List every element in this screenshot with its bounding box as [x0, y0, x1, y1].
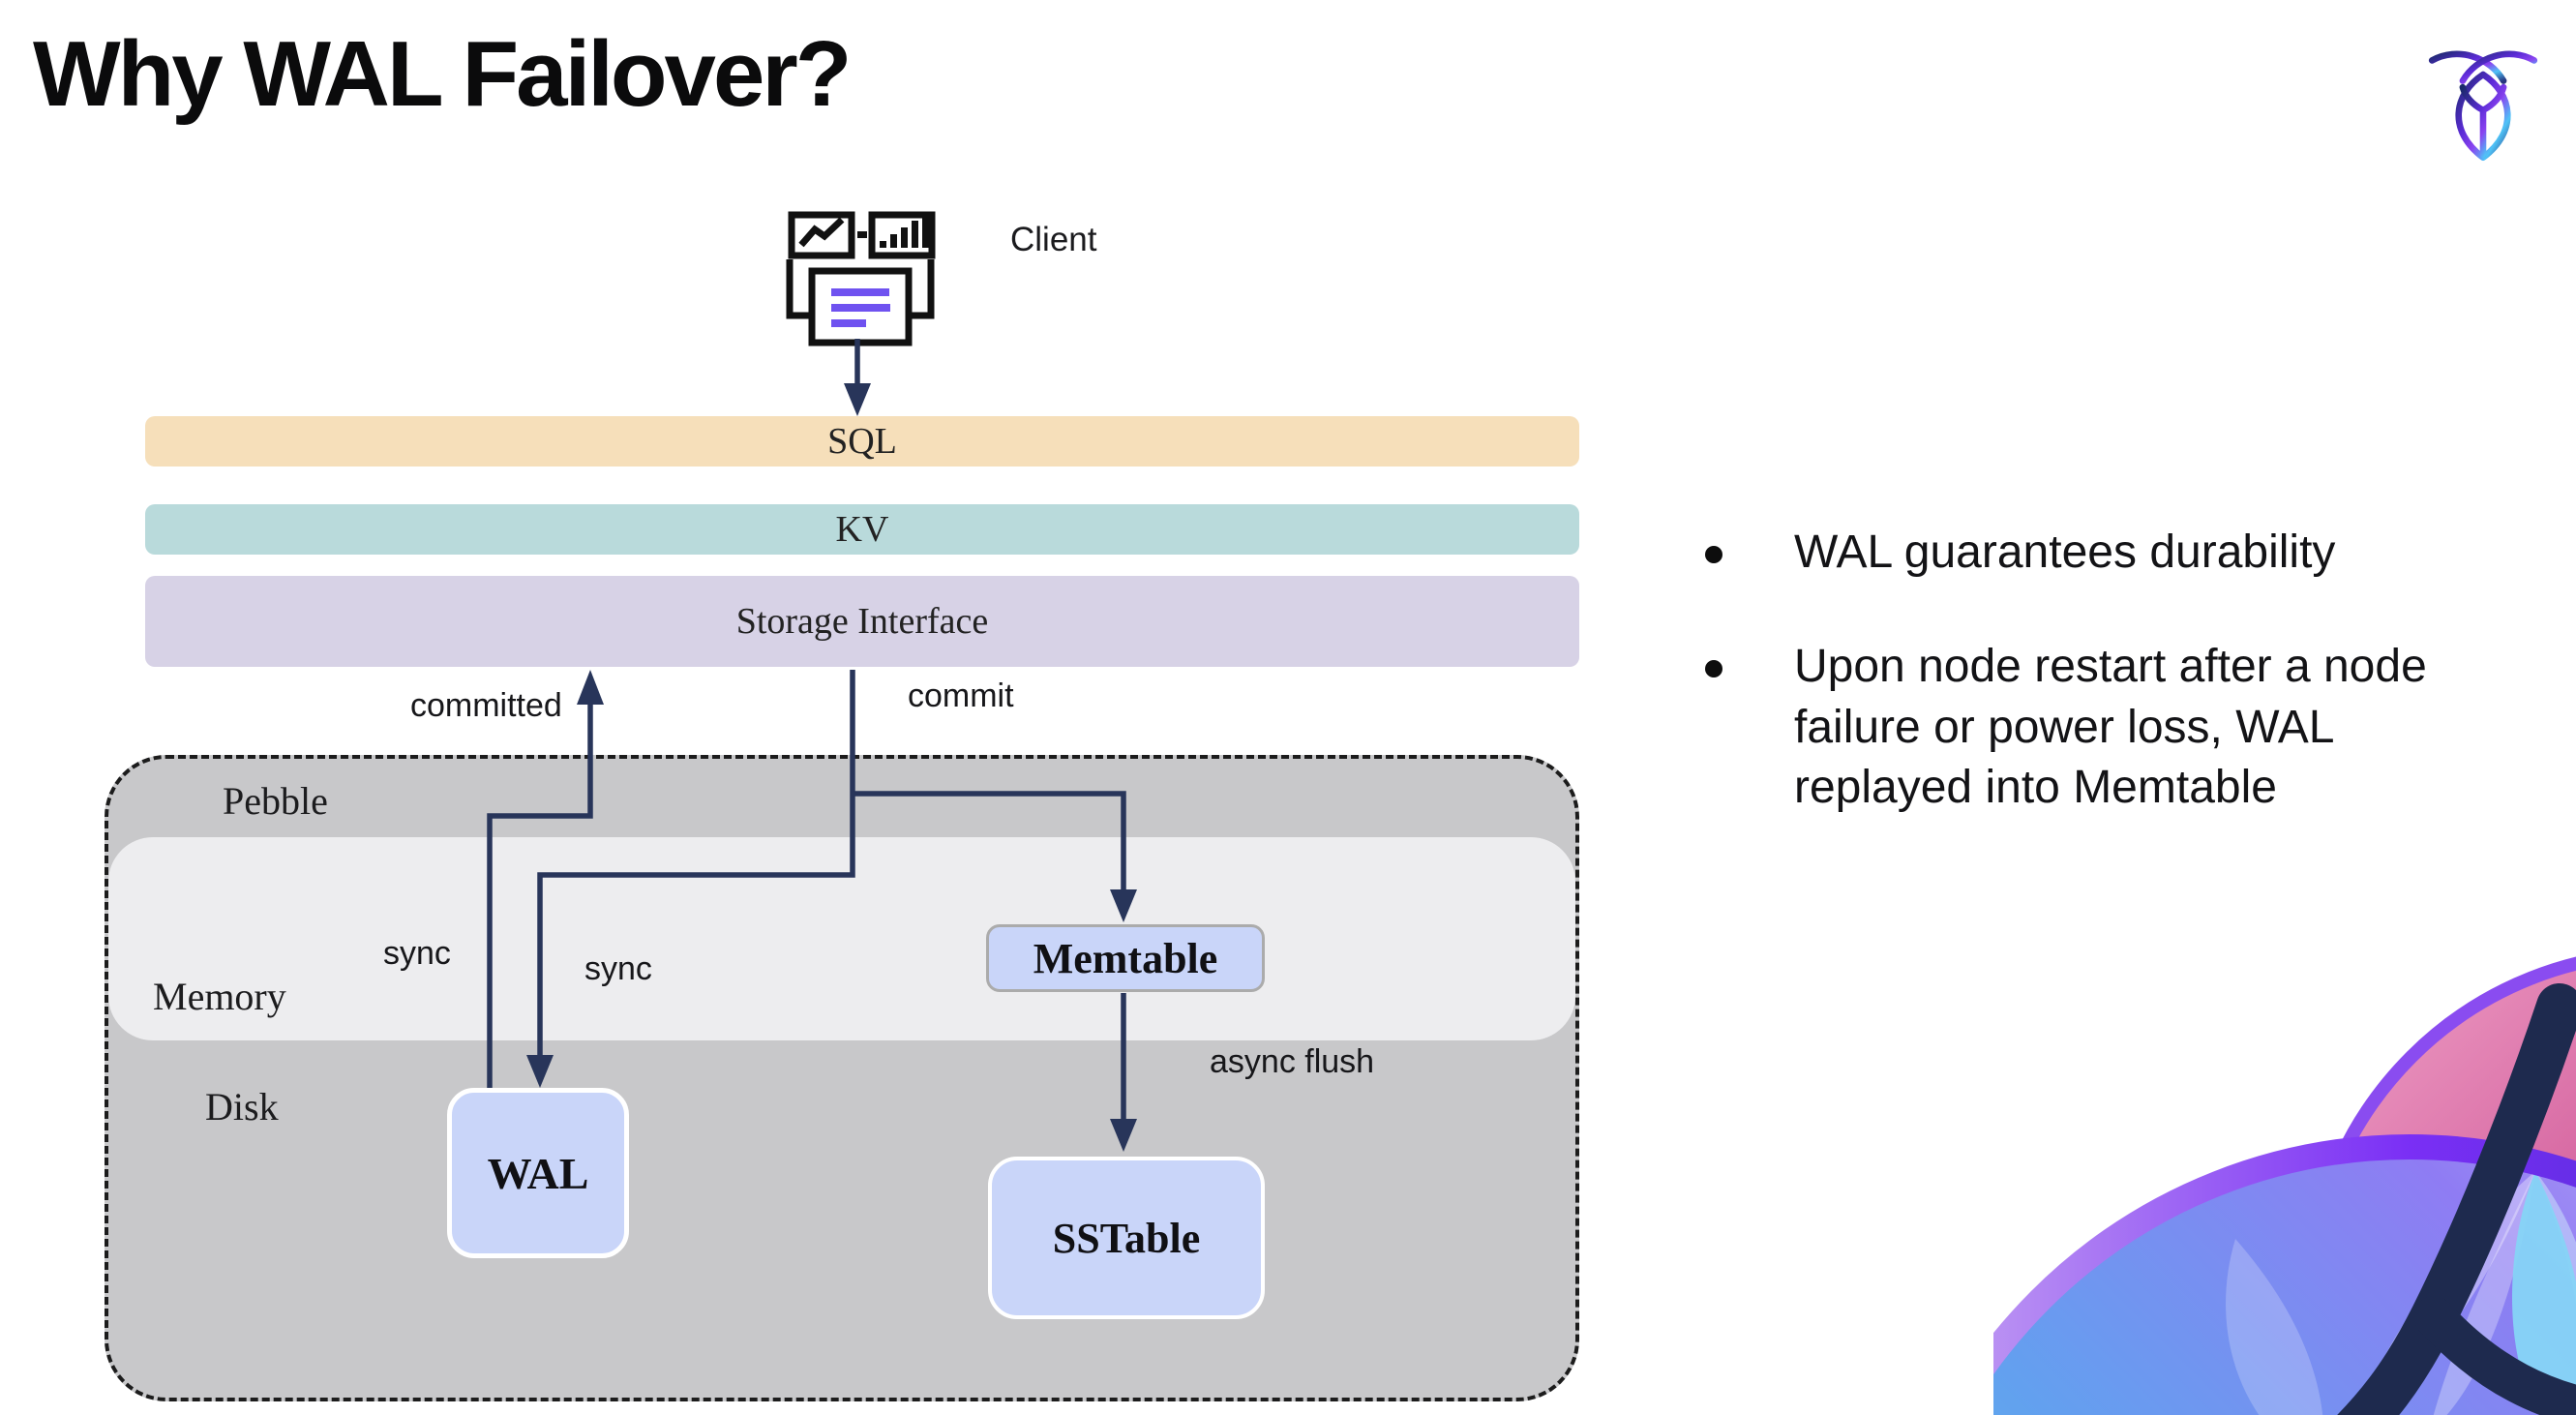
bracket-right-icon [912, 259, 935, 319]
pebble-label: Pebble [223, 779, 328, 823]
bullet-list: WAL guarantees durability Upon node rest… [1705, 523, 2537, 873]
memory-label: Memory [153, 975, 286, 1018]
sstable-node: SSTable [988, 1157, 1265, 1319]
memtable-node-label: Memtable [1033, 934, 1218, 982]
page-title: Why WAL Failover? [33, 22, 852, 126]
memory-band [108, 837, 1575, 1040]
artwork-purple-ring [1993, 1134, 2576, 1375]
bullet-dot [1705, 660, 1722, 678]
disk-label: Disk [205, 1085, 279, 1129]
wal-node-label: WAL [487, 1148, 589, 1198]
bracket-left-icon [786, 259, 809, 319]
edge-label-async-flush: async flush [1210, 1043, 1375, 1080]
layer-bar-storage-interface: Storage Interface [145, 576, 1579, 667]
brand-sphere-artwork [1993, 948, 2576, 1415]
client-dashboard-icon [780, 190, 941, 354]
bullet-text: Upon node restart after a node failure o… [1794, 641, 2427, 814]
bullet-text: WAL guarantees durability [1794, 527, 2336, 578]
cockroachdb-logo-icon [2419, 39, 2547, 166]
edge-label-sync-wal: sync [584, 950, 652, 987]
bullet-item: WAL guarantees durability [1705, 523, 2537, 583]
wal-node: WAL [447, 1088, 629, 1258]
bullet-dot [1705, 546, 1722, 563]
layer-bar-kv: KV [145, 504, 1579, 555]
edge-label-sync-group: sync [383, 935, 451, 972]
layer-bar-sql: SQL [145, 416, 1579, 467]
memtable-node: Memtable [986, 924, 1265, 992]
edge-label-committed: committed [410, 687, 562, 724]
bullet-item: Upon node restart after a node failure o… [1705, 637, 2537, 818]
edge-label-commit: commit [908, 677, 1014, 714]
arrowhead-committed [577, 670, 604, 705]
sstable-node-label: SSTable [1052, 1214, 1201, 1262]
arrowhead-client-sql [844, 383, 871, 416]
layer-bar-kv-label: KV [835, 509, 889, 550]
layer-bar-sql-label: SQL [827, 421, 897, 462]
layer-bar-storage-label: Storage Interface [735, 601, 989, 642]
client-label: Client [1010, 221, 1097, 258]
